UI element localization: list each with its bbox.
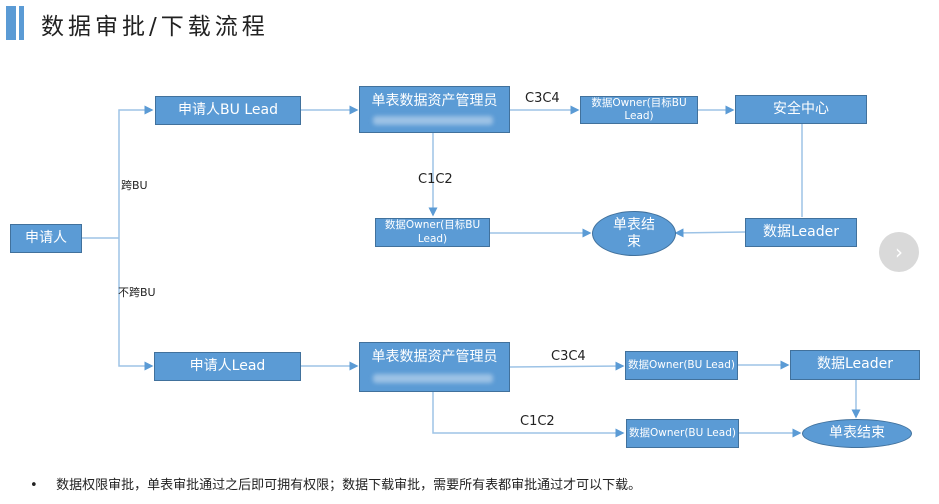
node-data-leader-bottom[interactable]: 数据Leader (790, 350, 920, 380)
edge-to-applicant-lead (118, 238, 154, 371)
footnote-text: 数据权限审批，单表审批通过之后即可拥有权限；数据下载审批，需要所有表都审批通过才… (56, 478, 642, 493)
node-asset-admin-top-label: 单表数据资产管理员 (371, 93, 498, 109)
node-asset-admin-top[interactable]: 单表数据资产管理员 (359, 86, 510, 133)
node-end-top[interactable]: 单表结束 (592, 211, 676, 256)
chevron-right-icon: › (895, 240, 903, 264)
edge-admin-c3c4-bottom (509, 361, 625, 371)
next-slide-button[interactable]: › (879, 232, 919, 272)
title-accent-bar-thin (19, 6, 24, 40)
label-bottom-c1c2: C1C2 (520, 414, 555, 429)
node-owner-bu-c3c4[interactable]: 数据Owner(BU Lead) (625, 351, 738, 380)
footnote: • 数据权限审批，单表审批通过之后即可拥有权限；数据下载审批，需要所有表都审批通… (30, 474, 641, 493)
edge-admin-c1c2-bottom (432, 392, 625, 438)
label-bottom-c3c4: C3C4 (551, 349, 586, 364)
node-data-leader-top[interactable]: 数据Leader (745, 218, 857, 247)
label-top-c1c2: C1C2 (418, 172, 453, 187)
edge-to-bu-lead (118, 105, 154, 238)
node-owner-target-top[interactable]: 数据Owner(目标BU Lead) (580, 96, 698, 124)
label-cross-bu: 跨BU (121, 179, 148, 192)
node-asset-admin-bottom[interactable]: 单表数据资产管理员 (359, 342, 510, 392)
node-applicant[interactable]: 申请人 (10, 224, 82, 253)
page-title: 数据审批/下载流程 (41, 14, 269, 40)
node-end-bottom[interactable]: 单表结束 (802, 419, 912, 448)
node-bu-lead[interactable]: 申请人BU Lead (155, 96, 301, 125)
label-non-cross-bu: 不跨BU (118, 286, 156, 299)
node-applicant-lead[interactable]: 申请人Lead (154, 352, 301, 381)
edge-leader-to-end (674, 228, 746, 238)
node-owner-target-mid[interactable]: 数据Owner(目标BU Lead) (375, 218, 490, 247)
title-accent-bar (6, 6, 16, 40)
redacted-name (373, 116, 493, 125)
bullet-icon: • (30, 478, 38, 493)
node-owner-bu-c1c2[interactable]: 数据Owner(BU Lead) (626, 419, 739, 448)
node-asset-admin-bottom-label: 单表数据资产管理员 (371, 349, 498, 365)
label-top-c3c4: C3C4 (525, 91, 560, 106)
redacted-name (373, 374, 493, 383)
node-security-center[interactable]: 安全中心 (735, 95, 867, 124)
